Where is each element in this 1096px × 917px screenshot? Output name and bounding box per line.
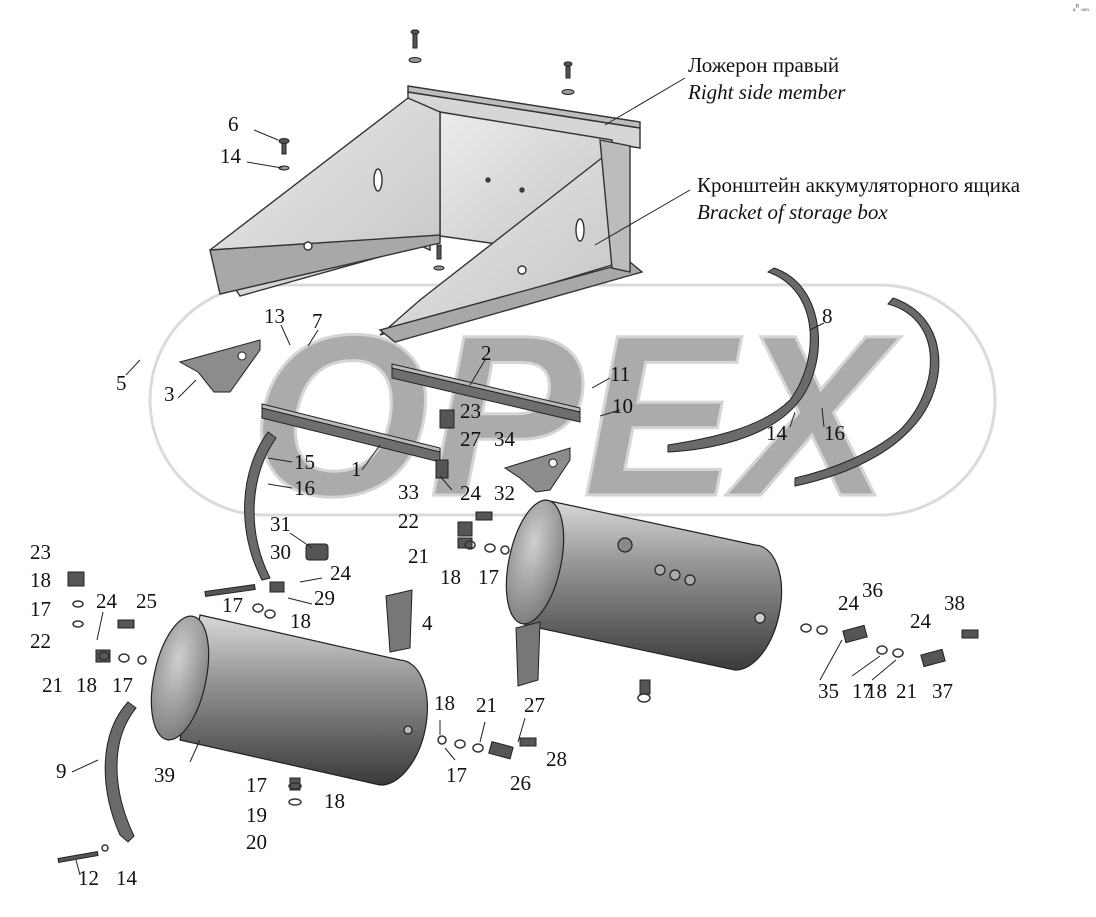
- callout-17-f: 17: [446, 763, 467, 787]
- callout-18-e: 18: [866, 679, 887, 703]
- callout-18-b: 18: [30, 568, 51, 592]
- callout-23-b: 23: [30, 540, 51, 564]
- callout-11: 11: [610, 362, 630, 386]
- callout-9: 9: [56, 759, 67, 783]
- callout-3: 3: [164, 382, 175, 406]
- bracket-label-ru: Кронштейн аккумуляторного ящика: [697, 173, 1021, 197]
- callout-37: 37: [932, 679, 953, 703]
- bracket-3-right: [503, 447, 571, 493]
- rail-2: [391, 363, 581, 423]
- callout-22-b: 22: [30, 629, 51, 653]
- callout-24-a: 24: [460, 481, 482, 505]
- callout-36: 36: [862, 578, 883, 602]
- side-member-label-en: Right side member: [687, 80, 846, 104]
- strap-8-right: [794, 297, 940, 487]
- watermark-text: OPEX: [250, 287, 901, 544]
- callout-38: 38: [944, 591, 965, 615]
- leader-lines: [71, 77, 897, 876]
- callout-6: 6: [228, 112, 239, 136]
- corner-mark: ₐᴮ ₒₒₒ: [1073, 2, 1089, 12]
- callout-31: 31: [270, 512, 291, 536]
- callout-32: 32: [494, 481, 515, 505]
- name-labels: Ложерон правый Right side member Кронште…: [687, 53, 1021, 224]
- callout-10: 10: [612, 394, 633, 418]
- callout-4: 4: [422, 611, 433, 635]
- callout-29: 29: [314, 586, 335, 610]
- tank-39: [150, 614, 429, 786]
- callout-17-d: 17: [112, 673, 133, 697]
- callout-30: 30: [270, 540, 291, 564]
- washers: [72, 540, 904, 852]
- callout-2: 2: [481, 341, 492, 365]
- callout-17-b: 17: [222, 593, 243, 617]
- callout-21-c: 21: [896, 679, 917, 703]
- callout-24-d: 24: [838, 591, 860, 615]
- callout-7: 7: [312, 309, 323, 333]
- callout-1: 1: [351, 457, 362, 481]
- callout-35: 35: [818, 679, 839, 703]
- callout-18-c: 18: [290, 609, 311, 633]
- callout-12: 12: [78, 866, 99, 890]
- strap-15: [244, 431, 277, 581]
- rail-1: [261, 403, 441, 463]
- watermark: OPEX: [148, 283, 997, 546]
- callout-24-e: 24: [910, 609, 932, 633]
- side-member-bracket: [209, 85, 644, 343]
- callout-27-b: 27: [524, 693, 545, 717]
- callout-21-b: 21: [42, 673, 63, 697]
- callout-14: 14: [220, 144, 242, 168]
- callout-21-a: 21: [408, 544, 429, 568]
- strap-9: [104, 701, 137, 843]
- tank-upper: [505, 499, 783, 671]
- side-member-label-ru: Ложерон правый: [688, 53, 839, 77]
- callout-17-c: 17: [30, 597, 51, 621]
- callout-21-d: 21: [476, 693, 497, 717]
- callout-22-a: 22: [398, 509, 419, 533]
- support-4: [385, 589, 541, 687]
- callout-14-c: 14: [116, 866, 138, 890]
- callout-18-g: 18: [324, 789, 345, 813]
- callout-16-a: 16: [824, 421, 845, 445]
- callout-8: 8: [822, 304, 833, 328]
- callout-18-f: 18: [434, 691, 455, 715]
- callout-24-c: 24: [96, 589, 118, 613]
- callout-33: 33: [398, 480, 419, 504]
- callout-34: 34: [494, 427, 516, 451]
- callout-17-g: 17: [246, 773, 267, 797]
- callout-5: 5: [116, 371, 127, 395]
- callout-19: 19: [246, 803, 267, 827]
- callout-18-d: 18: [76, 673, 97, 697]
- bracket-3-left: [178, 339, 261, 393]
- callout-18-a: 18: [440, 565, 461, 589]
- strap-8-left: [667, 267, 819, 453]
- callout-24-b: 24: [330, 561, 352, 585]
- callout-23-a: 23: [460, 399, 481, 423]
- callout-numbers: 6 14 13 7 5 3 2 11 10 8 14 16 23 27 34 1…: [30, 112, 965, 890]
- callout-17-e: 17: [852, 679, 873, 703]
- callout-20: 20: [246, 830, 267, 854]
- fittings: [57, 409, 979, 864]
- top-bolts: [278, 29, 575, 271]
- callout-17-a: 17: [478, 565, 499, 589]
- callout-39: 39: [154, 763, 175, 787]
- callout-26: 26: [510, 771, 531, 795]
- callout-16-b: 16: [294, 476, 315, 500]
- callout-25: 25: [136, 589, 157, 613]
- bracket-label-en: Bracket of storage box: [697, 200, 888, 224]
- callout-13: 13: [264, 304, 285, 328]
- callout-28: 28: [546, 747, 567, 771]
- callout-15: 15: [294, 450, 315, 474]
- callout-27-a: 27: [460, 427, 481, 451]
- callout-14-b: 14: [766, 421, 788, 445]
